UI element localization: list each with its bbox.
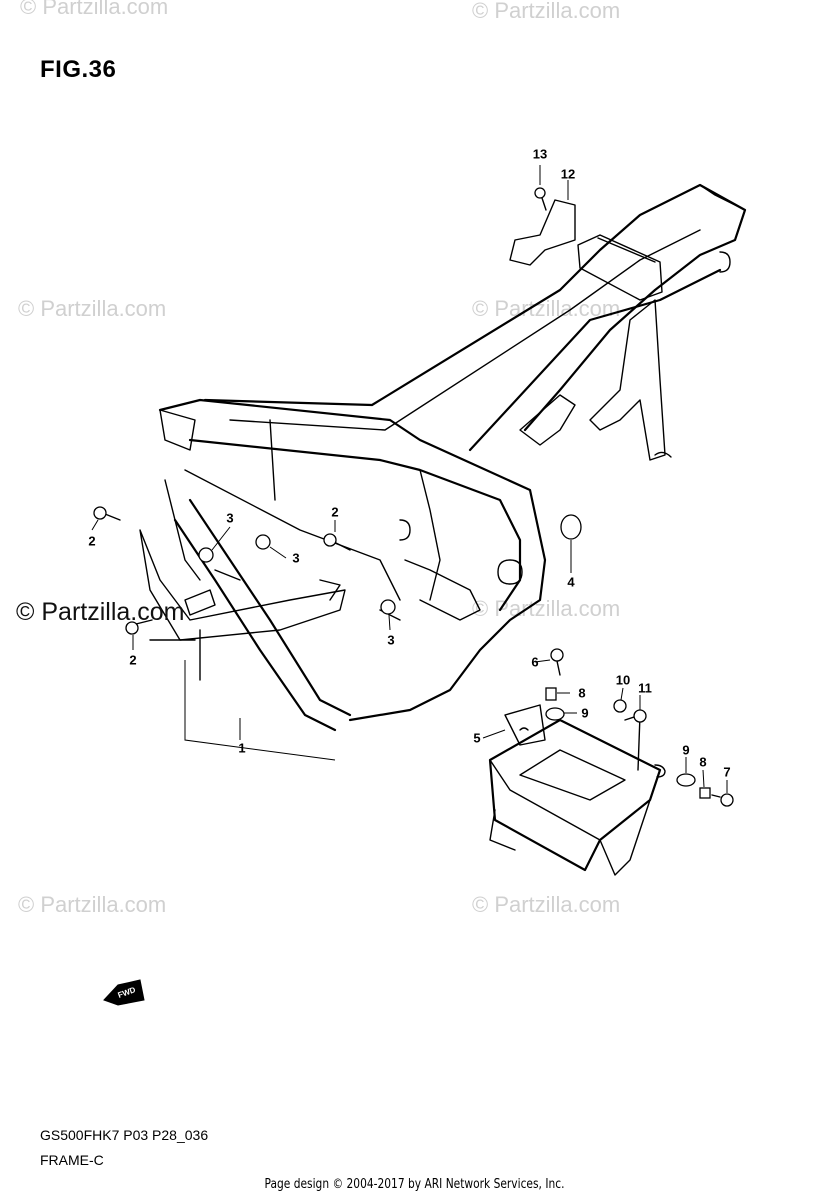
callout-11: 11	[638, 680, 652, 696]
callout-6: 6	[531, 654, 539, 670]
callout-12: 12	[560, 166, 576, 182]
callout-2: 2	[129, 652, 137, 668]
callout-3: 3	[387, 632, 395, 648]
callout-7: 7	[723, 764, 731, 780]
callout-10: 10	[615, 672, 631, 688]
footer-copyright: Page design © 2004-2017 by ARI Network S…	[264, 1177, 565, 1192]
callout-3: 3	[226, 510, 234, 526]
down-tubes	[139, 498, 481, 732]
callout-3: 3	[292, 550, 300, 566]
fwd-arrow: FWD	[103, 979, 145, 1006]
callout-1: 1	[238, 740, 246, 756]
watermark: © Partzilla.com	[20, 0, 169, 19]
figure-title: FIG.36	[40, 56, 117, 83]
diagram-code: GS500FHK7 P03 P28_036	[40, 1127, 209, 1143]
callout-8: 8	[699, 754, 707, 770]
watermark: © Partzilla.com	[18, 892, 167, 917]
watermark: © Partzilla.com	[472, 0, 621, 23]
callout-13: 13	[532, 146, 548, 162]
rear-subframe	[203, 183, 747, 461]
callout-2: 2	[331, 504, 339, 520]
hardware	[93, 187, 734, 807]
watermark: © Partzilla.com	[472, 296, 621, 321]
callout-5: 5	[473, 730, 481, 746]
leader-lines	[91, 165, 728, 793]
battery-case	[488, 704, 666, 876]
main-frame	[158, 398, 547, 722]
watermark: © Partzilla.com	[472, 596, 621, 621]
callout-9: 9	[682, 742, 690, 758]
watermark: © Partzilla.com	[472, 892, 621, 917]
diagram-name: FRAME-C	[40, 1152, 104, 1168]
watermark: © Partzilla.com	[18, 296, 167, 321]
callout-2: 2	[88, 533, 96, 549]
callout-9: 9	[581, 705, 589, 721]
partzilla-watermark: © Partzilla.com	[16, 598, 185, 626]
callout-8: 8	[578, 685, 586, 701]
callout-4: 4	[567, 574, 575, 590]
